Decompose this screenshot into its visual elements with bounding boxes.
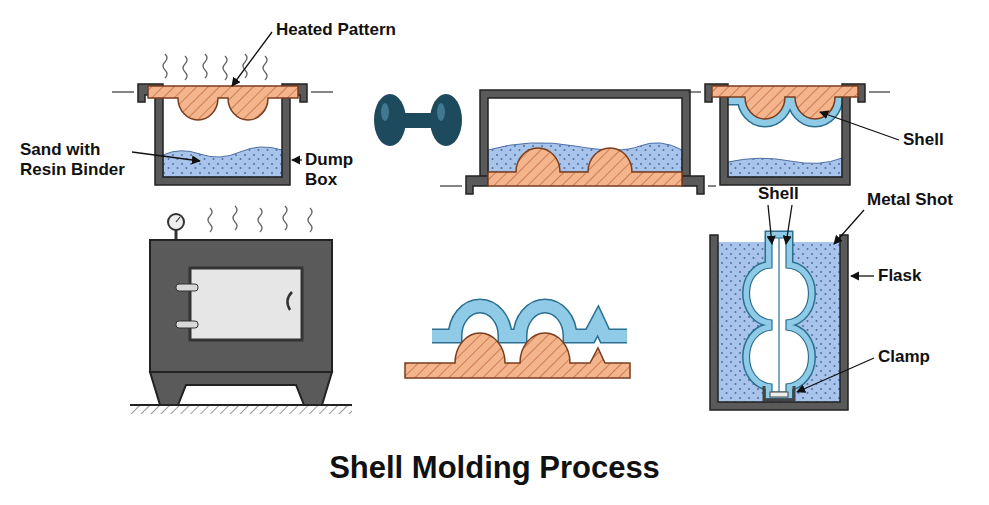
part-label: Shell <box>758 184 799 204</box>
panel-two <box>440 90 716 194</box>
part-label: Heated Pattern <box>276 20 396 40</box>
part-label: Flask <box>878 266 921 286</box>
part-label: Metal Shot <box>867 190 953 210</box>
part-label: Shell <box>903 130 944 150</box>
part-label: Clamp <box>878 347 930 367</box>
part-label: Sand with Resin Binder <box>20 140 132 179</box>
panel-three <box>688 84 890 185</box>
flask-assembly <box>710 235 848 410</box>
shell-stripping <box>405 306 630 378</box>
part-label: Dump Box <box>305 150 355 189</box>
rotation-icon <box>374 94 462 146</box>
curing-oven <box>130 206 352 414</box>
diagram-title: Shell Molding Process <box>0 450 989 486</box>
panel-one <box>112 54 333 185</box>
leader-lines <box>132 32 899 392</box>
